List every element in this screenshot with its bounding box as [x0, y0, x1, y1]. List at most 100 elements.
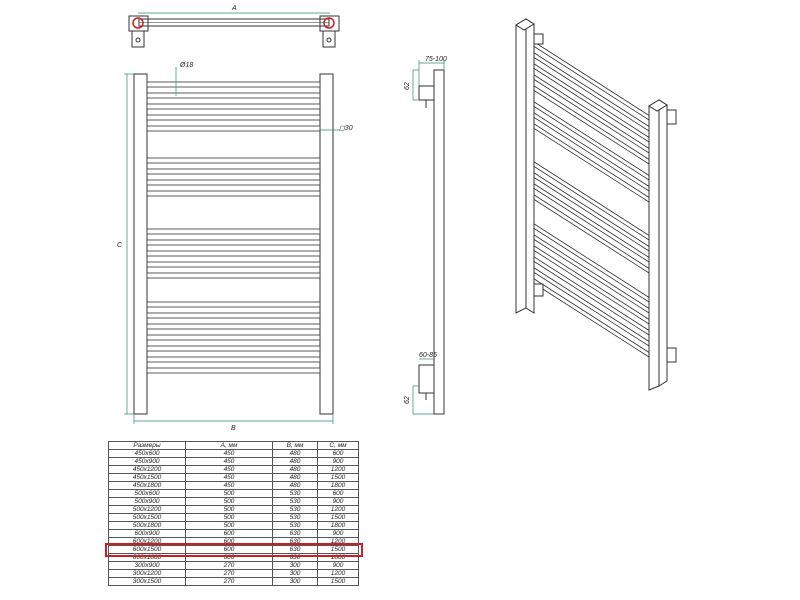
rung: [146, 345, 321, 352]
header-a: A, мм: [185, 441, 273, 450]
table-cell: 450x1200: [108, 465, 186, 474]
wall-offset-label: 75-100: [425, 56, 447, 63]
rung: [146, 125, 321, 132]
table-cell: 500: [185, 513, 273, 522]
front-view: C B Ø18 ◻30: [117, 62, 353, 432]
table-cell: 530: [272, 521, 318, 530]
dim-b-label: B: [231, 425, 236, 432]
table-cell: 1200: [317, 505, 359, 514]
table-cell: 450: [185, 457, 273, 466]
table-cell: 600x900: [108, 529, 186, 538]
bracket-bottom-label: 62: [404, 396, 411, 404]
rung: [146, 190, 321, 197]
table-cell: 1800: [317, 521, 359, 530]
table-cell: 530: [272, 497, 318, 506]
iso-left-post-side: [515, 18, 527, 314]
rung: [146, 356, 321, 363]
table-cell: 530: [272, 489, 318, 498]
table-cell: 450: [185, 473, 273, 482]
iso-right-post-side: [648, 99, 660, 391]
table-cell: 1500: [317, 513, 359, 522]
table-cell: 450x600: [108, 449, 186, 458]
table-cell: 900: [317, 457, 359, 466]
table-cell: 450: [185, 465, 273, 474]
iso-rung: [523, 230, 654, 314]
rung: [146, 250, 321, 257]
table-cell: 1200: [317, 569, 359, 578]
table-cell: 480: [272, 449, 318, 458]
rung: [146, 272, 321, 279]
table-cell: 480: [272, 481, 318, 490]
top-bracket: [418, 85, 435, 101]
table-cell: 300: [272, 569, 318, 578]
rung: [146, 261, 321, 268]
header-b: B, мм: [272, 441, 318, 450]
table-cell: 450x1800: [108, 481, 186, 490]
dim-a-label: A: [231, 5, 237, 12]
rung: [146, 92, 321, 99]
rung: [146, 323, 321, 330]
header-size: Размеры: [108, 441, 186, 450]
isometric-view: [515, 18, 677, 391]
table-cell: 500: [185, 489, 273, 498]
rung: [146, 114, 321, 121]
table-cell: 500x1800: [108, 521, 186, 530]
left-post: [133, 73, 148, 415]
table-cell: 270: [185, 569, 273, 578]
rung: [146, 301, 321, 308]
rung: [146, 168, 321, 175]
table-cell: 270: [185, 577, 273, 586]
table-cell: 500: [185, 497, 273, 506]
table-cell: 300x900: [108, 561, 186, 570]
highlighted-row-frame: [104, 542, 363, 557]
side-post: [433, 69, 445, 415]
table-cell: 450x900: [108, 457, 186, 466]
table-cell: 450: [185, 481, 273, 490]
table-cell: 600: [317, 449, 359, 458]
table-cell: 530: [272, 513, 318, 522]
post-section-label: ◻30: [339, 125, 353, 132]
table-cell: 600: [317, 489, 359, 498]
rungs-group: [146, 81, 321, 374]
table-cell: 300x1500: [108, 577, 186, 586]
table-cell: 900: [317, 561, 359, 570]
iso-rungs-group: [523, 37, 654, 358]
rung: [146, 312, 321, 319]
top-view: A: [128, 5, 340, 48]
tube-diameter-label: Ø18: [179, 62, 193, 69]
table-cell: 500x900: [108, 497, 186, 506]
side-view: 75-100 62 60-85 62: [404, 56, 447, 415]
table-cell: 630: [272, 529, 318, 538]
table-cell: 300x1200: [108, 569, 186, 578]
table-cell: 1500: [317, 473, 359, 482]
table-cell: 480: [272, 465, 318, 474]
table-header-row: Размеры A, мм B, мм C, мм: [108, 441, 359, 450]
rung: [146, 239, 321, 246]
table-cell: 1200: [317, 465, 359, 474]
rung: [146, 367, 321, 374]
table-cell: 500x600: [108, 489, 186, 498]
offset-bottom-label: 60-85: [419, 352, 437, 359]
table-cell: 1500: [317, 577, 359, 586]
table-cell: 300: [272, 577, 318, 586]
table-cell: 500x1500: [108, 513, 186, 522]
table-cell: 1800: [317, 481, 359, 490]
table-cell: 270: [185, 561, 273, 570]
bracket-top-label: 62: [404, 82, 411, 90]
bottom-bracket: [418, 364, 435, 394]
table-cell: 900: [317, 497, 359, 506]
iso-rung: [523, 263, 654, 347]
